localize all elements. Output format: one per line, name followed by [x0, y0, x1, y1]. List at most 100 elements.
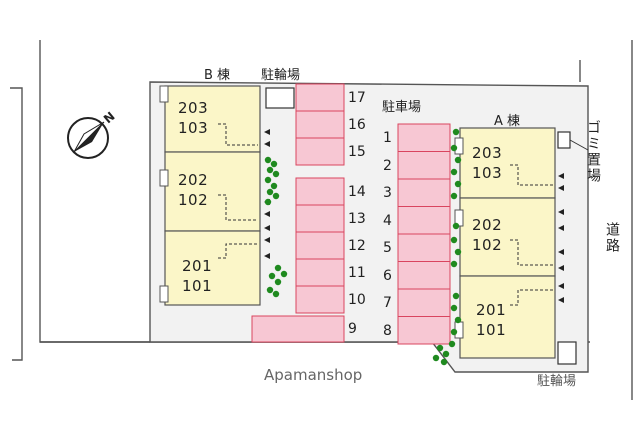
bicycle-parking-bottom-label: 駐輪場 — [537, 374, 577, 389]
road-label: 道路 — [604, 222, 620, 254]
parking-slot-9 — [251, 315, 345, 343]
entrance-arrows — [264, 129, 564, 303]
tree-23 — [454, 248, 462, 256]
tree-9 — [274, 264, 282, 272]
parking-slot-label-1: 1 — [383, 130, 392, 146]
parking-slot-label-4: 4 — [383, 212, 392, 229]
parking-slot-16 — [295, 110, 345, 139]
unit-a-103: 103 — [472, 164, 503, 182]
parking-slot-label-16: 16 — [348, 116, 366, 133]
tree-18 — [450, 168, 458, 176]
building-a — [454, 127, 556, 359]
tree-20 — [450, 192, 458, 200]
tree-22 — [450, 236, 458, 244]
tree-13 — [266, 286, 274, 294]
bicycle-parking-box-bottom — [557, 341, 577, 365]
tree-5 — [270, 182, 278, 190]
parking-label: 駐車場 — [382, 100, 422, 115]
unit-a-101: 101 — [476, 321, 507, 339]
tree-17 — [454, 156, 462, 164]
parking-slot-14 — [295, 177, 345, 206]
unit-b-102: 102 — [178, 191, 209, 209]
unit-a-202: 202 — [472, 216, 503, 234]
parking-slot-label-5: 5 — [383, 240, 392, 256]
parking-slot-label-17: 17 — [348, 89, 366, 106]
tree-28 — [450, 328, 458, 336]
parking-slots-right — [397, 123, 451, 345]
tree-26 — [450, 304, 458, 312]
parking-slot-label-3: 3 — [383, 185, 392, 201]
parking-slot-label-9: 9 — [348, 321, 357, 337]
tree-8 — [264, 198, 272, 206]
svg-text:N: N — [101, 109, 118, 126]
parking-slot-label-8: 8 — [383, 322, 392, 339]
bicycle-parking-top-label: 駐輪場 — [261, 68, 301, 83]
unit-b-103: 103 — [178, 119, 209, 137]
parking-slot-13 — [295, 204, 345, 233]
parking-slot-label-15: 15 — [348, 143, 366, 160]
parking-slot-4 — [397, 206, 451, 235]
parking-slots-left — [251, 83, 345, 343]
parking-slot-10 — [295, 285, 345, 314]
watermark: Apamanshop — [264, 366, 363, 384]
parking-slot-6 — [397, 261, 451, 290]
bicycle-parking-box-top — [265, 87, 295, 109]
tree-32 — [440, 358, 448, 366]
parking-slot-label-14: 14 — [348, 183, 366, 200]
parking-slot-label-2: 2 — [383, 157, 392, 174]
tree-7 — [272, 192, 280, 200]
parking-slot-1 — [397, 123, 451, 152]
parking-slot-label-6: 6 — [383, 267, 392, 284]
parking-slot-15 — [295, 137, 345, 166]
tree-11 — [268, 272, 276, 280]
parking-slot-label-7: 7 — [383, 295, 392, 311]
north-arrow-icon: N — [67, 109, 118, 159]
unit-a-102: 102 — [472, 236, 503, 254]
tree-16 — [450, 144, 458, 152]
unit-a-203: 203 — [472, 144, 503, 162]
parking-slot-2 — [397, 151, 451, 180]
tree-14 — [272, 290, 280, 298]
parking-slot-label-10: 10 — [348, 291, 366, 308]
unit-a-201: 201 — [476, 301, 507, 319]
tree-21 — [452, 222, 460, 230]
tree-31 — [432, 354, 440, 362]
tree-6 — [266, 188, 274, 196]
tree-24 — [450, 260, 458, 268]
building-a-label: A 棟 — [494, 114, 521, 129]
tree-12 — [274, 278, 282, 286]
parking-slot-17 — [295, 83, 345, 112]
unit-b-201: 201 — [182, 257, 213, 275]
tree-19 — [454, 180, 462, 188]
tree-3 — [272, 170, 280, 178]
parking-slot-label-11: 11 — [348, 264, 366, 281]
parking-slot-label-12: 12 — [348, 237, 366, 254]
parking-slot-12 — [295, 231, 345, 260]
garbage-label: ゴミ置場 — [585, 120, 601, 184]
trees — [264, 128, 462, 366]
tree-15 — [452, 128, 460, 136]
garbage-box — [557, 131, 571, 149]
tree-33 — [448, 340, 456, 348]
parking-slot-5 — [397, 233, 451, 262]
unit-b-203: 203 — [178, 99, 209, 117]
tree-29 — [436, 344, 444, 352]
parking-slot-8 — [397, 316, 451, 345]
tree-30 — [442, 350, 450, 358]
tree-2 — [266, 166, 274, 174]
tree-0 — [264, 156, 272, 164]
parking-slot-7 — [397, 288, 451, 317]
tree-27 — [454, 316, 462, 324]
parking-slot-11 — [295, 258, 345, 287]
unit-b-202: 202 — [178, 171, 209, 189]
tree-4 — [264, 176, 272, 184]
building-b — [159, 85, 261, 306]
boundary-line-far-left — [10, 87, 23, 361]
tree-1 — [270, 160, 278, 168]
tree-10 — [280, 270, 288, 278]
unit-b-101: 101 — [182, 277, 213, 295]
parking-slot-3 — [397, 178, 451, 207]
parking-slot-label-13: 13 — [348, 210, 366, 227]
boundary-line-left — [39, 40, 150, 343]
